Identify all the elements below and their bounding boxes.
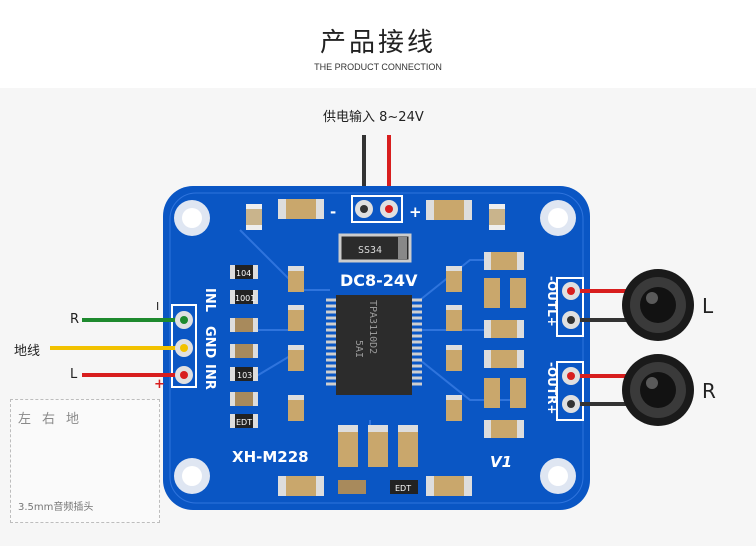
resistor-code-4: EDT (236, 418, 252, 427)
resistor-code-1: 104 (236, 269, 251, 278)
jack-label-right: 右 (42, 412, 56, 427)
page-title: 产品接线 (319, 28, 436, 58)
out-r-label: -OUTR+ (545, 362, 559, 414)
input-label-inr: INR (202, 364, 217, 390)
resistor-code-3: 103 (237, 371, 252, 380)
power-minus-label: - (330, 203, 336, 221)
input-label-gnd: GND (202, 326, 217, 359)
speaker-left-icon (622, 269, 694, 341)
input-label-inl: INL (202, 288, 217, 312)
input-pin-mark-bottom: + (154, 377, 165, 392)
input-gnd-label: 地线 (14, 344, 41, 359)
speaker-left-label: L (702, 294, 714, 318)
out-l-label: -OUTL+ (545, 276, 559, 327)
smd-components (230, 199, 526, 496)
input-pin-mark-top: I (156, 300, 159, 313)
board-model-label: XH-M228 (232, 448, 309, 466)
mounting-holes (174, 200, 576, 494)
chip-label-2: 5AI (353, 340, 364, 358)
board-version-label: V1 (490, 453, 512, 471)
power-input-label: 供电输入 8~24V (323, 110, 424, 125)
input-r-label: R (70, 312, 80, 327)
resistor-code-5: EDT (395, 484, 411, 493)
power-pins (351, 195, 403, 223)
power-plus-label: + (409, 203, 422, 221)
amplifier-chip (326, 295, 422, 395)
speaker-right-icon (622, 354, 694, 426)
board-voltage-label: DC8-24V (340, 271, 418, 290)
audio-jack-legend (10, 399, 160, 523)
resistor-code-2: 1001 (235, 294, 255, 303)
diode-label: SS34 (358, 245, 382, 256)
input-pins (175, 311, 193, 384)
speaker-right-label: R (702, 379, 716, 403)
jack-label-left: 左 (18, 412, 32, 427)
output-pins (562, 282, 580, 413)
chip-label-1: TPA3110D2 (367, 300, 378, 354)
jack-label-ground: 地 (66, 412, 80, 427)
jack-caption: 3.5mm音频插头 (18, 502, 94, 513)
page-subtitle: THE PRODUCT CONNECTION (314, 62, 442, 72)
input-l-label: L (70, 367, 78, 382)
